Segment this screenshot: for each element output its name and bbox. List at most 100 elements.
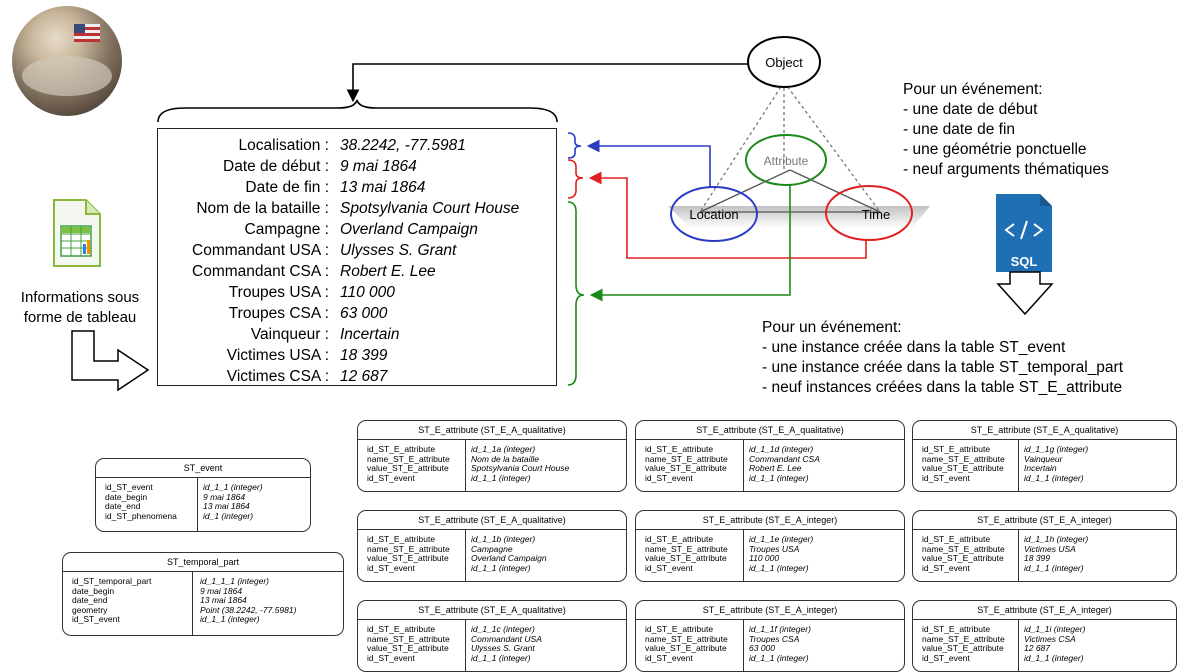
field-name: id_ST_E_attribute <box>645 534 714 544</box>
field-name: id_ST_event <box>922 562 970 573</box>
field-name: date_end <box>72 595 108 605</box>
field-name: id_ST_E_attribute <box>367 624 436 634</box>
event-requirements-list: Pour un événement: - une date de début -… <box>903 81 1109 178</box>
field-value: id_1_1 (integer) <box>200 614 260 624</box>
top-brace <box>157 99 558 123</box>
time-brace <box>567 159 584 199</box>
field-value: id_1_1 (integer) <box>749 562 809 573</box>
location-arrow <box>586 139 711 188</box>
field-value: id_1_1 (integer) <box>471 562 531 573</box>
field-value: id_1_1 (integer) <box>1024 652 1084 663</box>
table-title: ST_E_attribute (ST_E_A_qualitative) <box>913 421 1176 440</box>
table-title: ST_E_attribute (ST_E_A_integer) <box>913 511 1176 530</box>
info-value: 110 000 <box>340 284 395 301</box>
field-name: id_ST_phenomena <box>105 510 177 521</box>
field-value: id_1_1 (integer) <box>203 482 263 492</box>
info-label: Commandant CSA : <box>192 263 329 280</box>
field-name: name_ST_E_attribute <box>922 633 1005 644</box>
battle-info-box: Localisation :38.2242, -77.5981 Date de … <box>157 128 557 386</box>
field-value: 9 mai 1864 <box>203 491 246 502</box>
field-value: id_1_1i (integer) <box>1024 624 1086 634</box>
st-e-attribute-table: ST_E_attribute (ST_E_A_qualitative) id_S… <box>635 420 905 492</box>
field-value: id_1_1_1 (integer) <box>200 576 269 586</box>
info-row: Date de fin :13 mai 1864 <box>158 179 558 200</box>
attribute-brace <box>567 201 585 386</box>
info-value: Overland Campaign <box>340 221 478 238</box>
field-name: name_ST_E_attribute <box>922 453 1005 464</box>
field-name: value_ST_E_attribute <box>645 643 727 653</box>
field-name: date_begin <box>72 585 115 596</box>
st-e-attribute-table: ST_E_attribute (ST_E_A_integer) id_ST_E_… <box>912 510 1177 582</box>
field-name: id_ST_event <box>645 562 693 573</box>
field-value: Overland Campaign <box>471 553 547 563</box>
field-name: name_ST_E_attribute <box>367 633 450 644</box>
info-row: Victimes CSA :12 687 <box>158 368 558 389</box>
field-value: 13 mai 1864 <box>203 501 250 511</box>
field-name: value_ST_E_attribute <box>922 463 1004 473</box>
field-name: name_ST_E_attribute <box>367 543 450 554</box>
field-name: geometry <box>72 604 108 615</box>
st-e-attribute-table: ST_E_attribute (ST_E_A_qualitative) id_S… <box>357 600 627 672</box>
field-value: id_1_1 (integer) <box>1024 562 1084 573</box>
info-label: Troupes CSA : <box>228 305 329 322</box>
field-value: 110 000 <box>749 553 780 563</box>
info-label: Date de fin : <box>245 179 329 196</box>
field-value: id_1_1a (integer) <box>471 444 536 454</box>
info-row: Commandant USA :Ulysses S. Grant <box>158 242 558 263</box>
field-name: date_begin <box>105 491 148 502</box>
info-value: Spotsylvania Court House <box>340 200 520 217</box>
field-value: Incertain <box>1024 463 1057 473</box>
field-value: Victimes CSA <box>1024 633 1076 644</box>
table-title: ST_E_attribute (ST_E_A_qualitative) <box>358 511 626 530</box>
field-name: name_ST_E_attribute <box>922 543 1005 554</box>
time-node <box>825 185 913 241</box>
spreadsheet-icon <box>53 199 101 267</box>
field-name: id_ST_event <box>645 472 693 483</box>
field-value: Commandant USA <box>471 633 542 644</box>
field-value: id_1_1e (integer) <box>749 534 814 544</box>
field-value: Troupes USA <box>749 543 800 554</box>
info-value: 18 399 <box>340 347 388 364</box>
attribute-label: Attribute <box>764 154 809 168</box>
info-row: Campagne : Overland Campaign <box>158 221 558 242</box>
table-title: ST_E_attribute (ST_E_A_integer) <box>636 511 904 530</box>
time-arrow <box>588 171 867 259</box>
time-label: Time <box>862 207 890 222</box>
field-value: id_1_1 (integer) <box>1024 472 1084 483</box>
info-row: Localisation :38.2242, -77.5981 <box>158 137 558 158</box>
field-value: id_1_1f (integer) <box>749 624 811 634</box>
info-row: Troupes USA :110 000 <box>158 284 558 305</box>
spreadsheet-caption: Informations sous forme de tableau <box>20 289 140 326</box>
field-value: 18 399 <box>1024 553 1050 563</box>
field-name: id_ST_E_attribute <box>922 624 991 634</box>
field-value: Campagne <box>471 543 513 554</box>
field-value: Vainqueur <box>1024 453 1063 464</box>
st-e-attribute-table: ST_E_attribute (ST_E_A_integer) id_ST_E_… <box>635 510 905 582</box>
info-row: Date de début :9 mai 1864 <box>158 158 558 179</box>
field-value: Victimes USA <box>1024 543 1076 554</box>
field-name: id_ST_E_attribute <box>367 534 436 544</box>
field-name: name_ST_E_attribute <box>645 453 728 464</box>
object-arrow <box>346 63 748 103</box>
field-name: id_ST_E_attribute <box>922 534 991 544</box>
object-label: Object <box>765 55 803 70</box>
st-e-attribute-table: ST_E_attribute (ST_E_A_integer) id_ST_E_… <box>912 600 1177 672</box>
field-name: value_ST_E_attribute <box>367 553 449 563</box>
info-row: Nom de la bataille : Spotsylvania Court H… <box>158 200 558 221</box>
info-value: 38.2242, -77.5981 <box>340 137 466 154</box>
info-label: Campagne : <box>244 221 329 238</box>
field-name: id_ST_event <box>922 652 970 663</box>
table-title: ST_event <box>96 459 310 478</box>
field-name: id_ST_event <box>105 482 153 492</box>
info-row: Vainqueur :Incertain <box>158 326 558 347</box>
field-name: id_ST_event <box>367 652 415 663</box>
db-instances-list: Pour un événement: - une instance créée … <box>762 319 1124 396</box>
info-label: Nom de la bataille : <box>196 200 329 217</box>
info-label: Victimes CSA : <box>226 368 329 385</box>
field-value: id_1_1 (integer) <box>471 652 531 663</box>
field-name: id_ST_E_attribute <box>645 444 714 454</box>
